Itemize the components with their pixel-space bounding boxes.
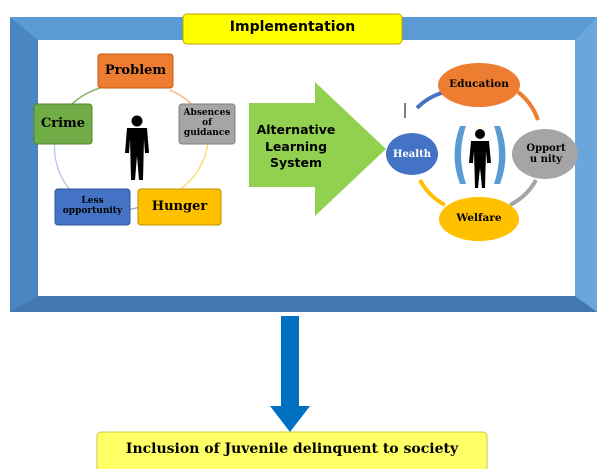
node-crime-label: Crime	[40, 115, 86, 131]
node-education-label: Education	[449, 78, 509, 91]
node-opportunity-label: Opport u nity	[526, 143, 566, 165]
header-title: Implementation	[229, 19, 356, 36]
node-opportunity	[512, 129, 578, 179]
node-health-label: Health	[393, 148, 431, 160]
arrow-label: Alternative Learning System	[256, 121, 336, 171]
node-problem	[97, 53, 174, 89]
node-less-opportunity	[54, 188, 131, 226]
node-welfare-label: Welfare	[456, 212, 502, 225]
node-problem-label: Problem	[104, 62, 167, 78]
node-absences-label: Absences of guidance	[183, 108, 231, 138]
bracket-left	[454, 126, 466, 184]
node-crime	[33, 103, 93, 145]
arrow-shape	[249, 82, 386, 216]
node-absences	[178, 103, 236, 145]
header-box	[182, 13, 403, 45]
down-arrow	[270, 316, 310, 432]
node-education	[438, 63, 520, 107]
human-figure-icon	[125, 115, 149, 180]
node-hunger-label: Hunger	[151, 198, 208, 214]
node-less-opportunity-label: Less opportunity	[62, 196, 123, 216]
node-health	[386, 133, 438, 175]
human-figure-icon-right	[469, 129, 491, 188]
footer-label: Inclusion of Juvenile delinquent to soci…	[125, 441, 459, 458]
footer-box	[96, 431, 488, 469]
node-welfare	[439, 197, 519, 241]
node-hunger	[137, 188, 222, 226]
bracket-right	[494, 126, 506, 184]
